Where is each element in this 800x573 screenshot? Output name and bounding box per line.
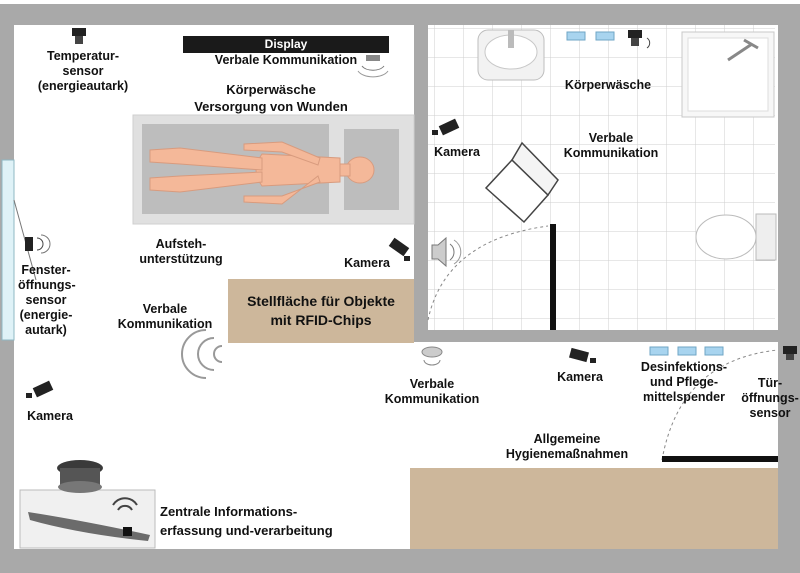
verbal-communication-left-label: Verbale Kommunikation [117,302,213,331]
toilet [695,213,777,261]
bath-door-arc [427,225,549,321]
rfid-area: Stellfläche für Objekte mit RFID-Chips [228,279,414,343]
entry-door-leaf [662,456,778,462]
camera-bath-label: Kamera [434,145,480,159]
wifi-icon [112,497,138,511]
body-care-bath-label: Körperwäsche [564,78,652,92]
outer-wall-right [778,4,800,573]
verbal-communication-bottom-label: Verbale Kommunikation [384,377,480,406]
verbal-communication-bath-label: Verbale Kommunikation [563,131,659,160]
camera-icon-room [388,237,410,261]
dispensers-bathroom [566,31,615,41]
bath-sensor-icon [628,30,651,49]
temperature-sensor-label: Temperatur- sensor (energieautark) [37,49,129,93]
temperature-sensor-icon [72,28,86,44]
door-sensor-label: Tür- öffnungs- sensor [741,376,799,420]
speaker-icon-bottom [421,346,443,366]
sound-waves-left [181,329,223,379]
window-sensor-icon [25,234,51,254]
bath-wall-bottom [414,330,778,342]
camera-left-label: Kamera [27,409,73,423]
hygiene-area [410,468,778,549]
speaker-icon-top [357,55,389,78]
shower [681,31,775,118]
dispenser-label: Desinfektions- und Pflege- mittelspender [640,360,728,404]
central-info-box [123,527,132,536]
shower-chair [484,141,559,224]
hygiene-label: Allgemeine Hygienemaßnahmen [505,432,629,461]
sink [477,29,545,81]
window-sensor-label: Fenster- öffnungs- sensor (energie- auta… [18,263,76,337]
outer-wall-bottom [0,549,800,573]
bath-door-leaf [550,224,556,330]
window [1,159,15,341]
camera-icon-left [26,380,54,398]
dispensers-corridor [649,346,724,356]
outer-wall-top [0,4,800,25]
patient-figure [149,141,375,205]
central-info-label: Zentrale Informations- erfassung und-ver… [160,504,333,538]
bath-wall-left [414,4,428,342]
speaker-icon-bath [431,236,462,268]
camera-icon-bath [432,118,460,136]
door-sensor-icon [783,346,797,360]
camera-room-label: Kamera [344,256,390,270]
camera-icon-corridor [569,347,596,363]
display-bar: Display [183,36,389,53]
standing-support-label: Aufsteh- unterstützung [139,237,223,266]
body-care-wound-label: Körperwäsche Versorgung von Wunden [194,82,348,114]
entry-door-arc [661,349,779,461]
verbal-communication-top-label: Verbale Kommunikation [214,53,358,67]
camera-corridor-label: Kamera [557,370,603,384]
central-info-device [19,460,156,549]
rfid-line-1: Stellfläche für Objekte [247,293,395,309]
rfid-line-2: mit RFID-Chips [270,312,372,328]
